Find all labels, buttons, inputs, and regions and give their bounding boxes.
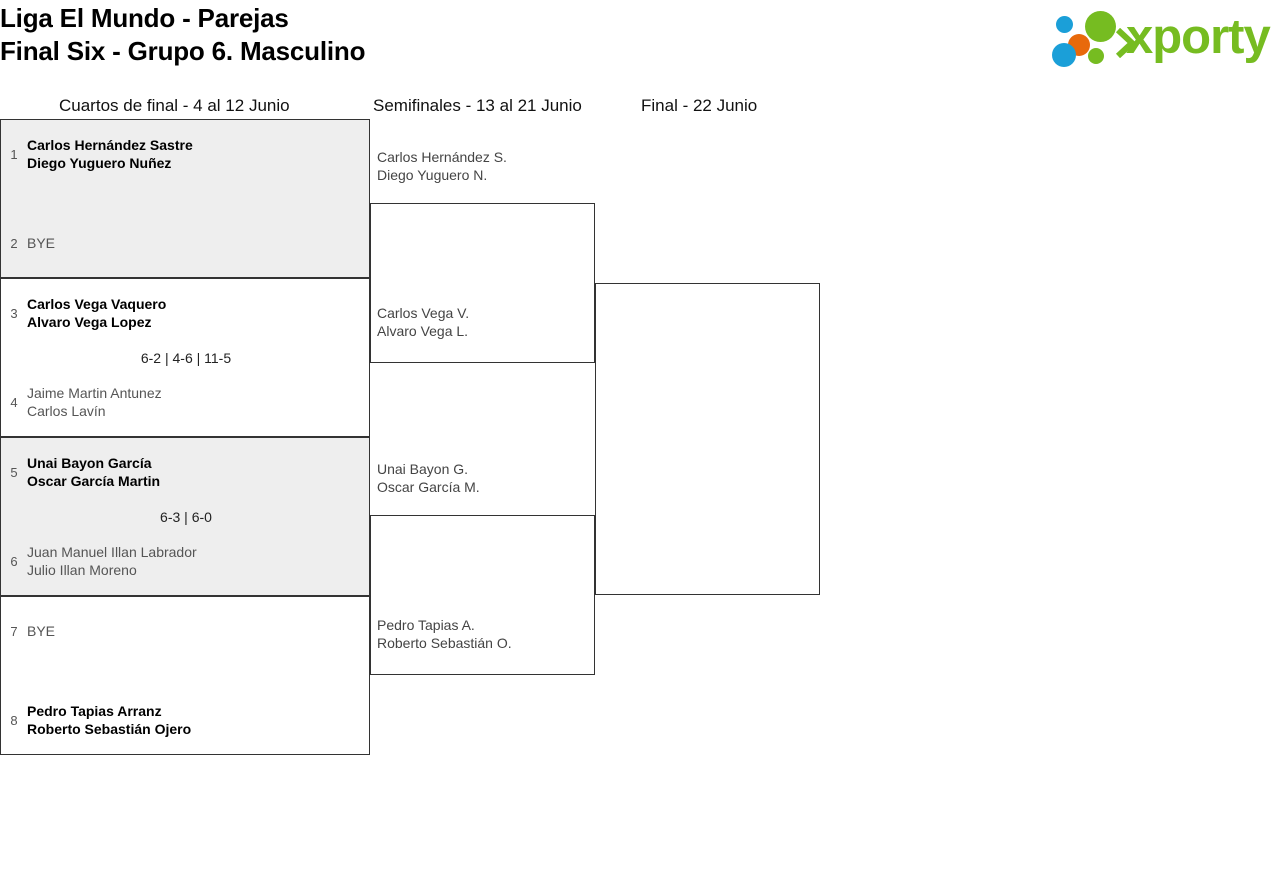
final-match[interactable]	[595, 283, 820, 595]
team-name: BYE	[27, 623, 56, 639]
match-slot-bottom[interactable]: 8 Pedro Tapias Arranz Roberto Sebastián …	[1, 699, 371, 741]
team-name: Jaime Martin Antunez Carlos Lavín	[27, 385, 162, 419]
match-slot-bottom[interactable]: 6 Juan Manuel Illan Labrador Julio Illan…	[1, 540, 371, 582]
seed-number: 1	[10, 146, 18, 162]
quarterfinal-match-3[interactable]: 5 Unai Bayon García Oscar García Martin …	[0, 437, 370, 596]
seed-number: 3	[10, 305, 18, 321]
match-slot-top[interactable]: 3 Carlos Vega Vaquero Alvaro Vega Lopez	[1, 292, 371, 334]
seed-number: 7	[10, 623, 18, 639]
seed-number: 4	[10, 394, 18, 410]
logo-dot-blue-large-icon	[1052, 43, 1076, 67]
logo-dots-icon	[1052, 8, 1137, 67]
match-score: 6-3 | 6-0	[160, 509, 212, 525]
logo-dot-blue-small-icon	[1056, 16, 1073, 33]
logo-wordmark: xporty	[1126, 10, 1271, 64]
team-name: Unai Bayon García Oscar García Martin	[27, 455, 161, 489]
page-title: Liga El Mundo - Parejas Final Six - Grup…	[0, 2, 365, 68]
quarterfinal-match-4[interactable]: 7 BYE 8 Pedro Tapias Arranz Roberto Seba…	[0, 596, 370, 755]
semifinal-2-slot-bottom[interactable]: Pedro Tapias A. Roberto Sebastián O.	[377, 617, 512, 651]
seed-number: 6	[10, 553, 18, 569]
logo-chevron-right-icon	[1115, 28, 1137, 58]
logo-dot-green-small-icon	[1088, 48, 1104, 64]
semifinal-match-2[interactable]	[370, 515, 595, 675]
seed-number: 5	[10, 464, 18, 480]
seed-number: 2	[10, 235, 18, 251]
semifinal-2-slot-top[interactable]: Unai Bayon G. Oscar García M.	[377, 461, 480, 495]
logo-dot-green-large-icon	[1085, 11, 1116, 42]
match-slot-top[interactable]: 7 BYE	[1, 610, 371, 652]
tournament-name: Liga El Mundo - Parejas	[0, 3, 289, 33]
semifinal-1-slot-bottom[interactable]: Carlos Vega V. Alvaro Vega L.	[377, 305, 470, 339]
team-name: Carlos Hernández Sastre Diego Yuguero Nu…	[27, 137, 193, 171]
team-name: Carlos Vega Vaquero Alvaro Vega Lopez	[27, 296, 167, 330]
seed-number: 8	[10, 712, 18, 728]
semifinal-match-1[interactable]	[370, 203, 595, 363]
xporty-logo[interactable]: xporty	[1052, 6, 1276, 68]
round-header-semifinals: Semifinales - 13 al 21 Junio	[373, 96, 582, 115]
tournament-subtitle: Final Six - Grupo 6. Masculino	[0, 36, 366, 66]
team-name: Pedro Tapias Arranz Roberto Sebastián Oj…	[27, 703, 192, 737]
team-name: BYE	[27, 235, 56, 251]
match-slot-top[interactable]: 1 Carlos Hernández Sastre Diego Yuguero …	[1, 133, 371, 175]
round-header-quarterfinals: Cuartos de final - 4 al 12 Junio	[59, 96, 290, 115]
quarterfinal-match-1[interactable]: 1 Carlos Hernández Sastre Diego Yuguero …	[0, 119, 370, 278]
page-header: Liga El Mundo - Parejas Final Six - Grup…	[0, 0, 1280, 80]
semifinal-1-slot-top[interactable]: Carlos Hernández S. Diego Yuguero N.	[377, 149, 507, 183]
match-score: 6-2 | 4-6 | 11-5	[140, 350, 232, 366]
match-slot-top[interactable]: 5 Unai Bayon García Oscar García Martin	[1, 451, 371, 493]
match-slot-bottom[interactable]: 4 Jaime Martin Antunez Carlos Lavín	[1, 381, 371, 423]
match-slot-bottom[interactable]: 2 BYE	[1, 222, 371, 264]
quarterfinal-match-2[interactable]: 3 Carlos Vega Vaquero Alvaro Vega Lopez …	[0, 278, 370, 437]
round-header-final: Final - 22 Junio	[641, 96, 758, 115]
team-name: Juan Manuel Illan Labrador Julio Illan M…	[27, 544, 197, 578]
